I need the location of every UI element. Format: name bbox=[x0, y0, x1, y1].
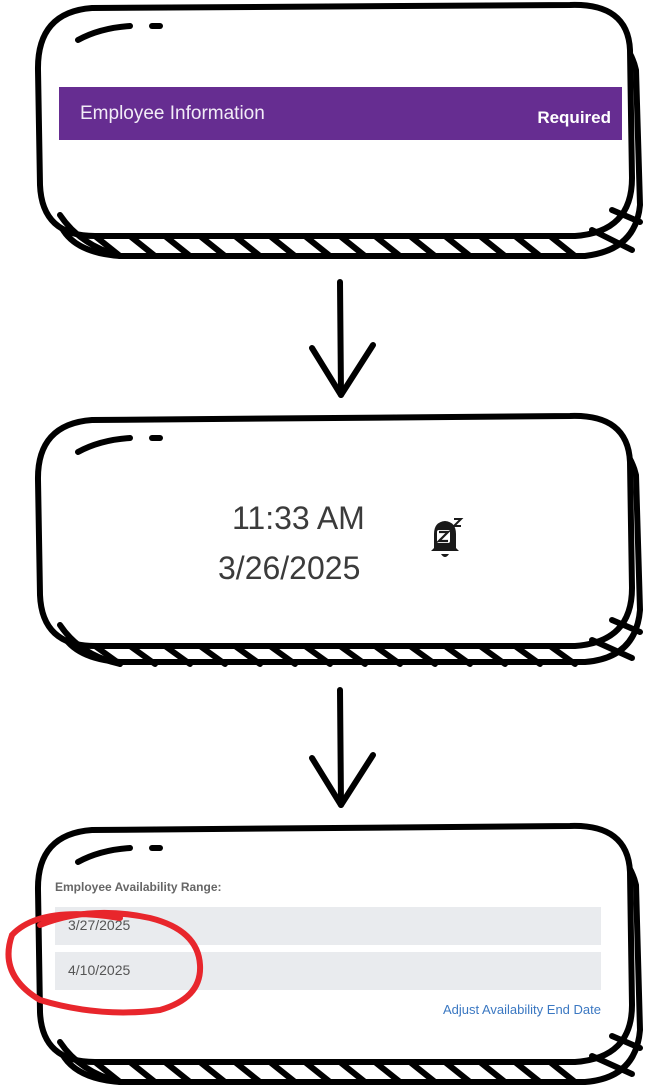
employee-info-title: Employee Information bbox=[80, 103, 265, 124]
arrow2-head bbox=[309, 752, 376, 808]
required-label: Required bbox=[537, 108, 611, 127]
availability-start-date-field[interactable]: 3/27/2025 bbox=[55, 907, 601, 945]
adjust-availability-end-date-link[interactable]: Adjust Availability End Date bbox=[442, 1002, 601, 1017]
arrow2-shaft bbox=[337, 687, 344, 808]
employee-info-header bbox=[59, 87, 622, 140]
availability-end-date-field[interactable]: 4/10/2025 bbox=[55, 952, 601, 990]
availability-range-label: Employee Availability Range: bbox=[55, 880, 222, 894]
taskbar-date: 3/26/2025 bbox=[218, 550, 361, 586]
arrow1-shaft bbox=[337, 279, 344, 398]
panel2-glint bbox=[75, 435, 133, 455]
taskbar-time: 11:33 AM bbox=[232, 500, 365, 536]
panel3-glint bbox=[75, 845, 133, 865]
panel2-hatching bbox=[57, 617, 643, 667]
snooze-bell-icon[interactable] bbox=[428, 514, 466, 562]
arrow1-head bbox=[309, 342, 376, 398]
panel1-hatching bbox=[57, 207, 643, 259]
panel1-glint bbox=[75, 23, 133, 43]
panel2-border bbox=[34, 412, 635, 649]
panel3-hatching bbox=[57, 1033, 643, 1085]
